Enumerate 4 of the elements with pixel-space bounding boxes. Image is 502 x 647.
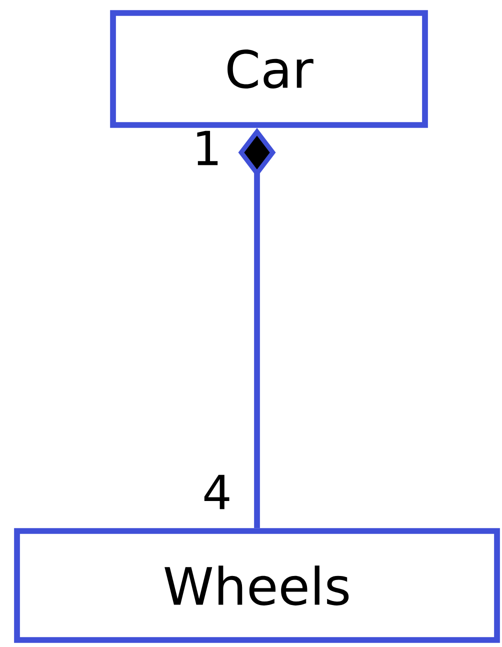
- class-box: Car: [110, 10, 428, 128]
- class-box: Wheels: [14, 528, 500, 643]
- multiplicity-label: 1: [197, 130, 218, 166]
- multiplicity-label: 4: [204, 474, 230, 510]
